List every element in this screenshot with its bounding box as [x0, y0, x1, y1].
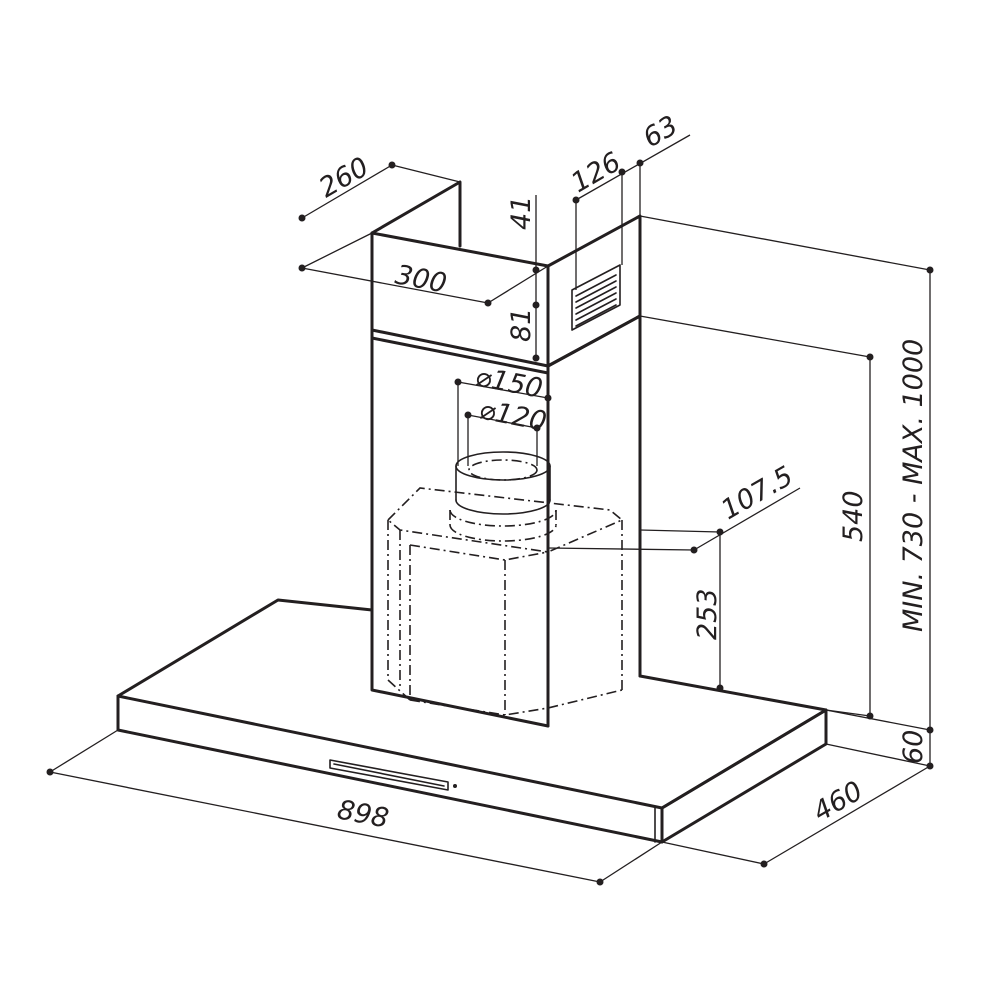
dim-300: 300 [393, 259, 450, 299]
dim-41: 41 [506, 196, 537, 230]
dim-253: 253 [692, 588, 723, 640]
dim-540: 540 [838, 490, 869, 542]
vent-grille [571, 264, 621, 331]
dimension-lines [46, 134, 934, 886]
dim-260: 260 [314, 151, 374, 204]
motor-housing-hidden [386, 451, 624, 720]
dim-min-max: MIN. 730 - MAX. 1000 [898, 339, 929, 632]
dim-898: 898 [335, 794, 392, 834]
dim-60: 60 [898, 730, 929, 764]
dim-126: 126 [566, 146, 626, 199]
dim-107: 107.5 [716, 461, 798, 526]
dim-63: 63 [638, 110, 683, 154]
dim-81: 81 [506, 308, 537, 342]
